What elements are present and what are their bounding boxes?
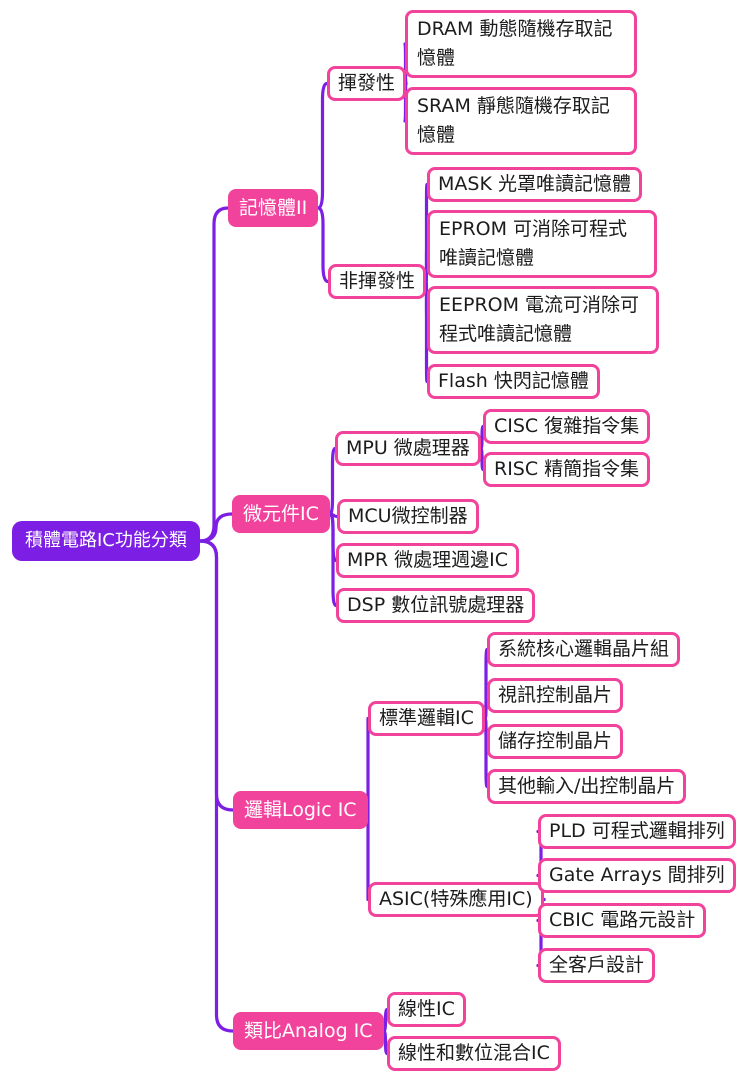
node-linear-ic[interactable]: 線性IC [387,992,466,1027]
node-mpr[interactable]: MPR 微處理週邊IC [336,543,519,578]
connector-line [316,206,330,284]
connector-line [328,512,338,608]
connector-line [198,539,235,1033]
connector-line [316,81,329,210]
node-cisc[interactable]: CISC 復雜指令集 [483,409,651,444]
connector-line [198,206,230,543]
node-volatile[interactable]: 揮發性 [327,66,407,101]
connector-line [479,446,485,472]
node-gate-arrays[interactable]: Gate Arrays 間排列 [538,858,736,893]
connector-line [198,512,234,543]
node-eprom[interactable]: EPROM 可消除可程式唯讀記憶體 [427,210,657,278]
connector-line [483,716,489,789]
node-pld[interactable]: PLD 可程式邏輯排列 [538,814,736,849]
connector-line [382,1029,389,1056]
connector-line [424,242,429,284]
node-flash[interactable]: Flash 快閃記憶體 [427,364,600,399]
node-micro-component[interactable]: 微元件IC [232,495,330,533]
node-mcu[interactable]: MCU微控制器 [337,499,479,534]
node-video-control[interactable]: 視訊控制晶片 [487,678,624,713]
node-dsp[interactable]: DSP 數位訊號處理器 [336,588,536,623]
node-dram[interactable]: DRAM 動態隨機存取記憶體 [405,10,637,78]
node-nonvolatile[interactable]: 非揮發性 [328,264,427,299]
node-standard-logic[interactable]: 標準邏輯IC [368,701,485,736]
node-cbic[interactable]: CBIC 電路元設計 [538,903,707,938]
node-full-custom[interactable]: 全客戶設計 [538,948,656,983]
node-analog[interactable]: 類比Analog IC [233,1012,384,1050]
node-memory[interactable]: 記憶體II [228,189,319,227]
node-logic[interactable]: 邏輯Logic IC [233,791,368,829]
node-root[interactable]: 積體電路IC功能分類 [12,521,200,561]
connector-line [424,279,429,384]
node-sram[interactable]: SRAM 靜態隨機存取記憶體 [405,87,637,155]
connector-line [328,446,337,516]
node-storage-control[interactable]: 儲存控制晶片 [487,724,624,759]
node-asic[interactable]: ASIC(特殊應用IC) [368,882,544,917]
node-mask-rom[interactable]: MASK 光罩唯讀記憶體 [427,167,642,202]
node-mpu[interactable]: MPU 微處理器 [335,431,481,466]
node-risc[interactable]: RISC 精簡指令集 [483,452,651,487]
node-mixed-ic[interactable]: 線性和數位混合IC [387,1036,561,1071]
node-eeprom[interactable]: EEPROM 電流可消除可程式唯讀記憶體 [427,286,659,354]
node-other-io[interactable]: 其他輸入/出控制晶片 [487,769,687,804]
node-sys-chipset[interactable]: 系統核心邏輯晶片組 [487,632,681,667]
